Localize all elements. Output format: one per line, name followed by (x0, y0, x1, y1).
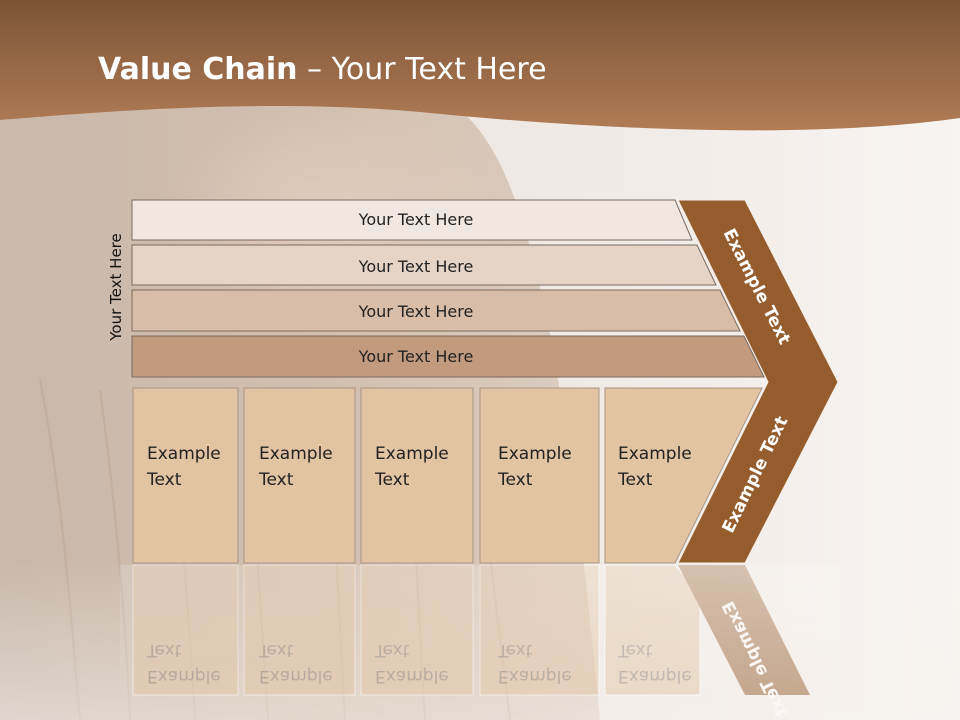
box-1-line2: Text (146, 470, 182, 490)
box-2-line2: Text (258, 470, 294, 490)
row-4-label: Your Text Here (358, 347, 474, 366)
box-3-shape (360, 387, 474, 564)
box-4-shape (479, 387, 600, 564)
row-2-shape (131, 244, 717, 286)
title-bold: Value Chain (98, 52, 298, 87)
row-2-label: Your Text Here (358, 257, 474, 276)
reflection: Example Text Example Text Example Text E… (120, 564, 840, 720)
support-rows: Your Text Here Your Text Here Your Text … (131, 199, 765, 378)
row-1-label: Your Text Here (358, 210, 474, 229)
box-5-line2: Text (617, 470, 653, 490)
box-3-line2: Text (374, 470, 410, 490)
box-5-shape (604, 387, 763, 564)
margin-chevron-shape (677, 199, 839, 564)
activity-boxes: Example Text Example Text Example Text E… (132, 387, 763, 564)
slide-title: Value Chain – Your Text Here (98, 52, 547, 87)
row-3-label: Your Text Here (358, 302, 474, 321)
box-2-line1: Example (259, 444, 333, 464)
box-3-line1: Example (375, 444, 449, 464)
row-4-shape (131, 335, 765, 378)
box-5-line1: Example (618, 444, 692, 464)
box-2-shape (243, 387, 356, 564)
box-4-line2: Text (497, 470, 533, 490)
title-rest: – Your Text Here (297, 52, 547, 87)
row-3-shape (131, 289, 741, 332)
box-1-line1: Example (147, 444, 221, 464)
row-1-shape (131, 199, 693, 241)
box-4-line1: Example (498, 444, 572, 464)
header-band (0, 0, 960, 131)
box-1-shape (132, 387, 239, 564)
